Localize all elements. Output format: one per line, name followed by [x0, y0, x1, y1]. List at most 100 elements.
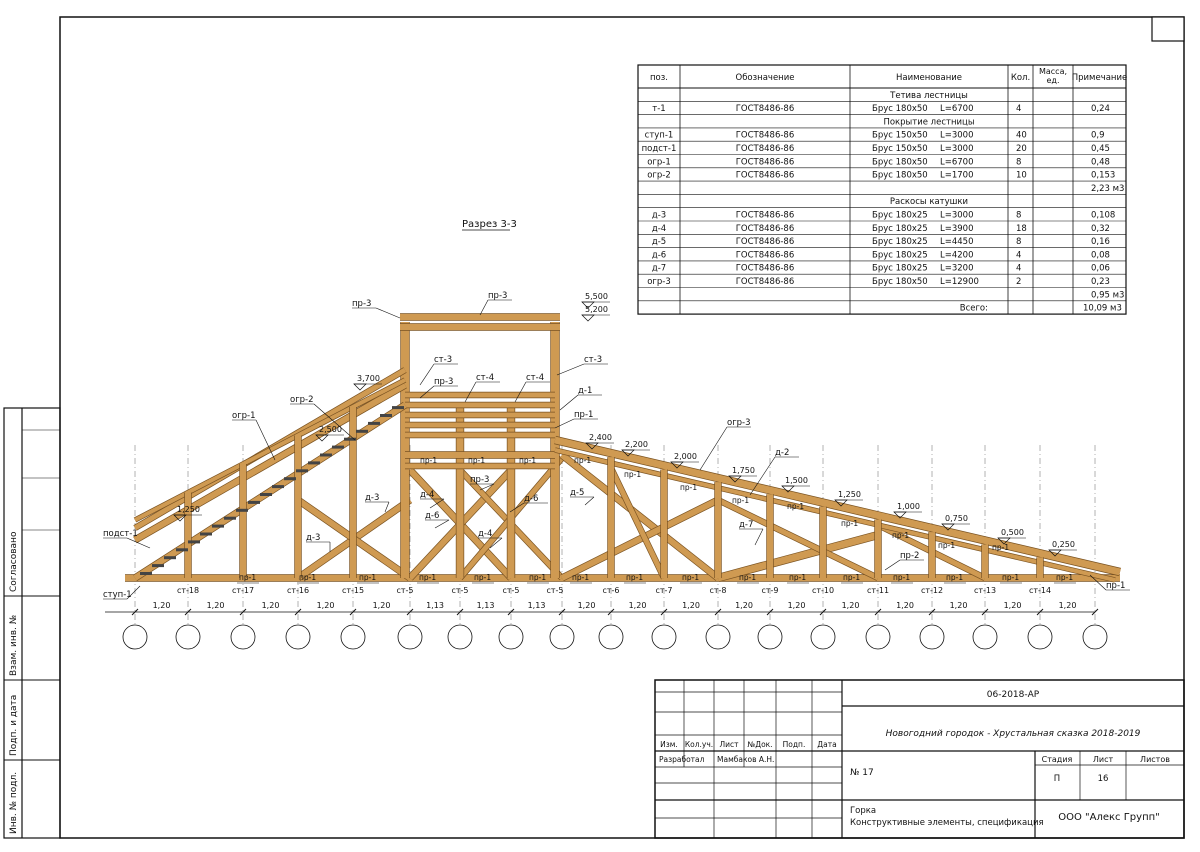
spec-cell-pos: д-4	[652, 224, 666, 234]
spec-cell-qty: 40	[1016, 131, 1027, 141]
pr1-tag-upper: пр-1	[519, 456, 536, 465]
spec-cell-note: 0,108	[1091, 211, 1115, 221]
spec-cell-designation: ГОСТ8486-86	[736, 211, 795, 221]
spec-cell-length: L=3000	[940, 211, 974, 221]
razrabotal-label: Разработал	[659, 755, 705, 764]
elevation-label: 3,700	[357, 374, 380, 383]
pr1-tag-upper: пр-1	[574, 456, 591, 465]
spec-cell-name: Брус 180х50	[872, 171, 928, 181]
spec-cell-designation: ГОСТ8486-86	[736, 277, 795, 287]
col-podp: Подп.	[783, 740, 806, 749]
spec-cell-name: Брус 180х50	[872, 157, 928, 167]
stair-step	[260, 493, 272, 496]
member-label-ogr3: огр-3	[727, 418, 751, 428]
member-label-pr3-left: пр-3	[352, 299, 371, 309]
pr1-tag: пр-1	[1002, 573, 1019, 582]
elevation-label: 5,500	[585, 292, 608, 301]
spec-cell-qty: 8	[1016, 237, 1021, 247]
spec-cell-name: Брус 180х25	[872, 237, 928, 247]
dimension-tick	[1091, 608, 1099, 616]
diag-d5-3	[608, 466, 667, 580]
stair-step	[176, 548, 188, 552]
member-label-leader	[1089, 574, 1107, 591]
post-label: ст-9	[761, 586, 778, 595]
pr1-tag: пр-1	[299, 573, 316, 582]
spec-cell-qty: 10	[1016, 171, 1027, 181]
spec-cell-note: 0,32	[1091, 224, 1110, 234]
member-label-pr3-mid: пр-3	[434, 377, 453, 387]
spec-cell-designation: ГОСТ8486-86	[736, 171, 795, 181]
stamp-inv-podl: Инв. № подл.	[9, 772, 19, 834]
spec-cell-length: L=12900	[940, 277, 979, 287]
spec-cell-qty: 8	[1016, 157, 1021, 167]
spec-cell-note: 0,06	[1091, 264, 1110, 274]
dimension-tick	[1036, 608, 1044, 616]
axis-marker	[122, 624, 148, 650]
spec-cell-name: Брус 180х25	[872, 250, 928, 260]
pr1-tag-upper: пр-1	[468, 456, 485, 465]
elevation-label: 2,200	[625, 440, 648, 449]
pr1-tag: пр-1	[893, 573, 910, 582]
dimension-tick	[507, 608, 515, 616]
stair-step	[320, 453, 332, 457]
dimension-tick	[928, 608, 936, 616]
spec-cell-pos: д-6	[652, 250, 666, 260]
member-label-leader	[255, 419, 276, 461]
stamp-soglasovano: Согласовано	[9, 531, 19, 592]
pr1-tag: пр-1	[946, 573, 963, 582]
stair-step	[140, 572, 152, 575]
spec-cell-pos: огр-2	[647, 171, 671, 181]
dimension-tick	[184, 608, 192, 616]
diag-d5-2	[560, 497, 720, 581]
spec-cell-pos: т-1	[652, 104, 665, 114]
bay-dim: 1,20	[153, 601, 171, 610]
stair-step	[224, 516, 236, 520]
bay-dim: 1,20	[735, 601, 753, 610]
spec-cell-qty: 8	[1016, 211, 1021, 221]
dimension-tick	[714, 608, 722, 616]
member-label-leader	[126, 585, 141, 600]
bay-dim: 1,13	[528, 601, 546, 610]
col-list: Лист	[719, 740, 739, 749]
dimension-tick	[766, 608, 774, 616]
bay-dim: 1,20	[788, 601, 806, 610]
spec-cell-pos: д-3	[652, 211, 666, 221]
pr1-tag-upper: пр-1	[992, 543, 1009, 552]
dimension-tick	[349, 608, 357, 616]
pr1-tag: пр-1	[239, 573, 256, 582]
list-value: 16	[1098, 774, 1109, 784]
elevation-marker	[353, 383, 367, 391]
axis-marker	[397, 624, 423, 650]
post-label: ст-12	[921, 586, 943, 595]
spec-cell-name: Брус 150х50	[872, 131, 928, 141]
dimension-tick	[660, 608, 668, 616]
spec-header-5: Примечание	[1072, 73, 1128, 83]
elevation-label: 1,250	[838, 490, 861, 499]
spec-cell-name: Брус 180х50	[872, 277, 928, 287]
axis-marker	[340, 624, 366, 650]
post-label: ст-11	[867, 586, 889, 595]
post-label: ст-16	[287, 586, 309, 595]
spec-header-2: Наименование	[896, 73, 962, 83]
member-label-d6-a: д-6	[425, 511, 439, 521]
slide-deck-under	[554, 448, 1116, 582]
spec-cell-pos: огр-3	[647, 277, 671, 287]
stair-step	[332, 445, 344, 449]
spec-section-title: Раскосы катушки	[890, 197, 968, 207]
spec-cell-qty: 2	[1016, 277, 1021, 287]
member-label-leader	[559, 394, 579, 411]
pr1-tag: пр-1	[359, 573, 376, 582]
spec-cell-qty: 20	[1016, 144, 1027, 154]
stair-step	[356, 429, 368, 433]
spec-cell-pos: ступ-1	[645, 131, 674, 141]
axis-marker	[705, 624, 731, 650]
pr1-tag: пр-1	[789, 573, 806, 582]
title-block: 06-2018-АР Новогодний городок - Хрусталь…	[654, 679, 1185, 839]
member-label-leader	[384, 501, 390, 513]
object-number: № 17	[850, 768, 874, 778]
stair-step	[200, 532, 212, 536]
bay-dim: 1,13	[426, 601, 444, 610]
dimension-tick	[406, 608, 414, 616]
spec-cell-name: Брус 180х25	[872, 211, 928, 221]
